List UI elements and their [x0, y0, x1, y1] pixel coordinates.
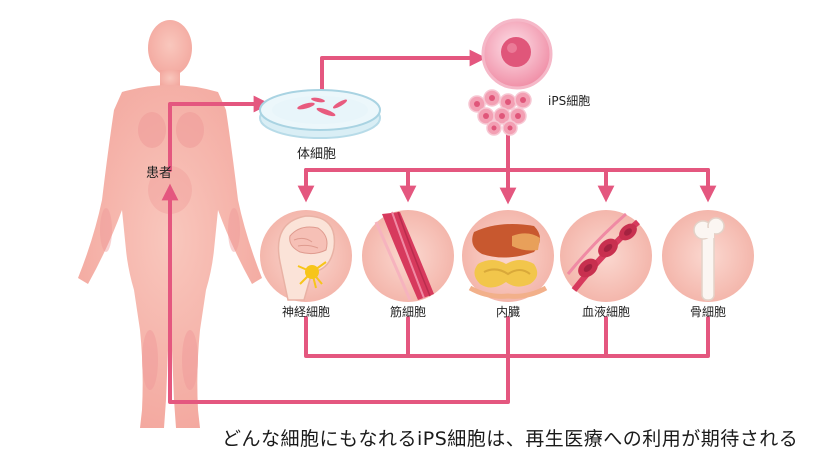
label-bone-cell: 骨細胞	[690, 305, 726, 319]
brain-neuron-icon	[277, 215, 336, 301]
ips-cell-icon	[481, 18, 553, 90]
petri-dish-icon	[259, 89, 381, 139]
target-bone	[662, 210, 754, 302]
target-blood	[560, 210, 652, 302]
arrow-dish-to-ips	[320, 49, 487, 94]
return-organ	[161, 183, 510, 404]
target-organ	[462, 210, 554, 302]
target-nerve	[260, 210, 352, 302]
liver-intestine-icon	[468, 224, 548, 299]
label-blood-cell: 血液細胞	[582, 304, 630, 319]
muscle-fiber-icon	[374, 211, 434, 301]
arrow-patient-to-dish	[168, 95, 271, 172]
caption-text: どんな細胞にもなれるiPS細胞は、再生医療への利用が期待される	[222, 428, 799, 450]
label-nerve-cell: 神経細胞	[282, 305, 330, 319]
label-muscle-cell: 筋細胞	[390, 304, 426, 319]
bone-icon	[693, 217, 725, 301]
label-organ: 内臓	[496, 305, 520, 319]
ips-cluster-icon	[468, 89, 532, 136]
label-ips-cell: iPS細胞	[548, 94, 590, 108]
blood-vessel-icon	[566, 212, 640, 292]
label-patient: 患者	[146, 166, 172, 181]
target-muscle	[362, 210, 454, 302]
flow-arrows	[161, 49, 717, 404]
label-somatic-cell: 体細胞	[297, 147, 336, 162]
